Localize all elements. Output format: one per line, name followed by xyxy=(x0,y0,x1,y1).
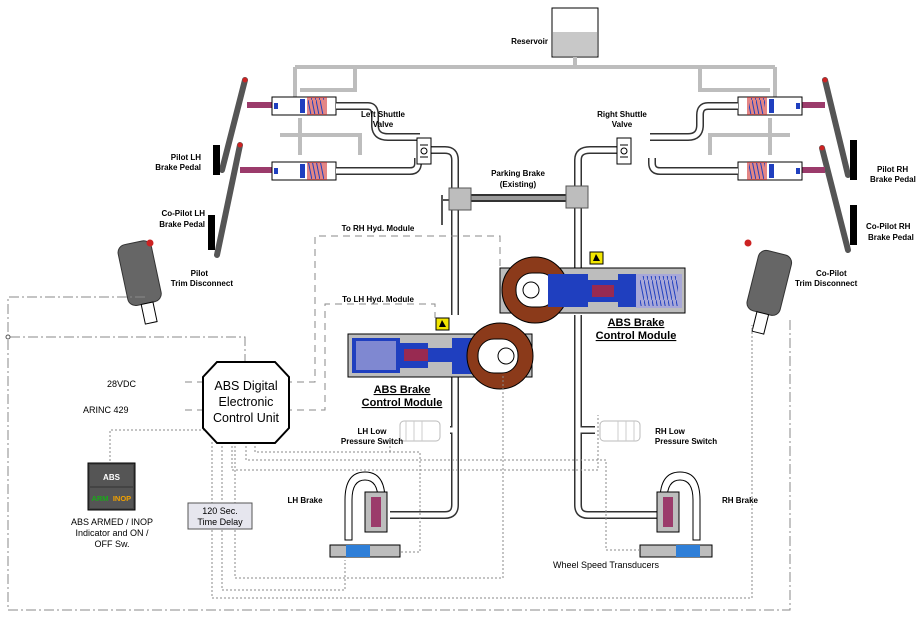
vdc-label: 28VDC xyxy=(107,379,137,389)
wire-terminal xyxy=(6,335,10,339)
arinc-label: ARINC 429 xyxy=(83,405,129,415)
abs-panel-inop: INOP xyxy=(113,494,131,503)
abs-indicator-label-2: Indicator and ON / xyxy=(75,528,149,538)
left-shuttle-valve xyxy=(417,138,431,164)
pilot-lh-label-1: Pilot LH xyxy=(171,153,201,162)
rh-brake-label: RH Brake xyxy=(722,496,759,505)
lh-brake-label: LH Brake xyxy=(287,496,323,505)
left-shuttle-label-1: Left Shuttle xyxy=(361,110,406,119)
pilot-lh-label-2: Brake Pedal xyxy=(155,163,201,172)
left-shuttle-label-2: Valve xyxy=(373,120,394,129)
copilot-trim-label-1: Co-Pilot xyxy=(816,269,847,278)
ecu-label-2: Electronic xyxy=(219,395,274,409)
abs-module-lh xyxy=(348,318,533,389)
lh-low-label-1: LH Low xyxy=(358,427,388,436)
rh-low-label-1: RH Low xyxy=(655,427,686,436)
pilot-trim-disconnect xyxy=(117,239,167,326)
time-delay-label-2: Time Delay xyxy=(197,517,243,527)
copilot-trim-label-2: Trim Disconnect xyxy=(795,279,858,288)
pilot-rh-label-2: Brake Pedal xyxy=(870,175,916,184)
abs-module-rh xyxy=(500,252,685,323)
parking-brake-label-2: (Existing) xyxy=(500,180,537,189)
pilot-trim-label-2: Trim Disconnect xyxy=(171,279,234,288)
master-cylinder-copilot-lh xyxy=(272,162,336,180)
abs-module-rh-label-1: ABS Brake xyxy=(608,317,665,329)
abs-indicator-label-3: OFF Sw. xyxy=(94,539,129,549)
pilot-trim-label-1: Pilot xyxy=(191,269,209,278)
abs-panel-title: ABS xyxy=(103,473,121,482)
reservoir: Reservoir xyxy=(511,8,598,57)
ecu-label-1: ABS Digital xyxy=(214,379,277,393)
abs-module-rh-label-2: Control Module xyxy=(596,330,677,342)
abs-ecu: ABS Digital Electronic Control Unit xyxy=(203,362,289,443)
master-cylinder-pilot-lh xyxy=(272,97,336,115)
abs-module-lh-label-1: ABS Brake xyxy=(374,384,431,396)
pilot-rh-label-1: Pilot RH xyxy=(877,165,908,174)
abs-panel-armed: ARM xyxy=(91,494,108,503)
time-delay: 120 Sec. Time Delay xyxy=(188,503,252,529)
master-cylinder-pilot-rh xyxy=(738,97,802,115)
parking-brake xyxy=(442,186,588,225)
pilot-lh-pedal xyxy=(213,78,275,176)
lh-low-label-2: Pressure Switch xyxy=(341,437,403,446)
copilot-trim-disconnect xyxy=(740,240,793,337)
wheel-speed-label: Wheel Speed Transducers xyxy=(553,560,660,570)
to-lh-hyd-label: To LH Hyd. Module xyxy=(342,295,414,304)
abs-module-lh-label-2: Control Module xyxy=(362,397,443,409)
to-rh-hyd-label: To RH Hyd. Module xyxy=(342,224,415,233)
copilot-rh-label-1: Co-Pilot RH xyxy=(866,222,911,231)
master-cylinder-copilot-rh xyxy=(738,162,802,180)
lh-low-pressure-switch xyxy=(400,421,440,441)
copilot-rh-label-2: Brake Pedal xyxy=(868,233,914,242)
time-delay-label-1: 120 Sec. xyxy=(202,506,238,516)
abs-indicator-label-1: ABS ARMED / INOP xyxy=(71,517,153,527)
ecu-label-3: Control Unit xyxy=(213,411,280,425)
rh-low-pressure-switch xyxy=(600,421,640,441)
right-shuttle-label-1: Right Shuttle xyxy=(597,110,647,119)
abs-indicator-switch[interactable]: ABS ARM INOP xyxy=(88,463,135,510)
rh-low-label-2: Pressure Switch xyxy=(655,437,717,446)
lh-wheel-brake xyxy=(330,472,400,557)
copilot-lh-label-2: Brake Pedal xyxy=(159,220,205,229)
parking-brake-label-1: Parking Brake xyxy=(491,169,545,178)
copilot-lh-label-1: Co-Pilot LH xyxy=(161,209,205,218)
right-shuttle-label-2: Valve xyxy=(612,120,633,129)
right-shuttle-valve xyxy=(617,138,631,164)
reservoir-label: Reservoir xyxy=(511,37,548,46)
